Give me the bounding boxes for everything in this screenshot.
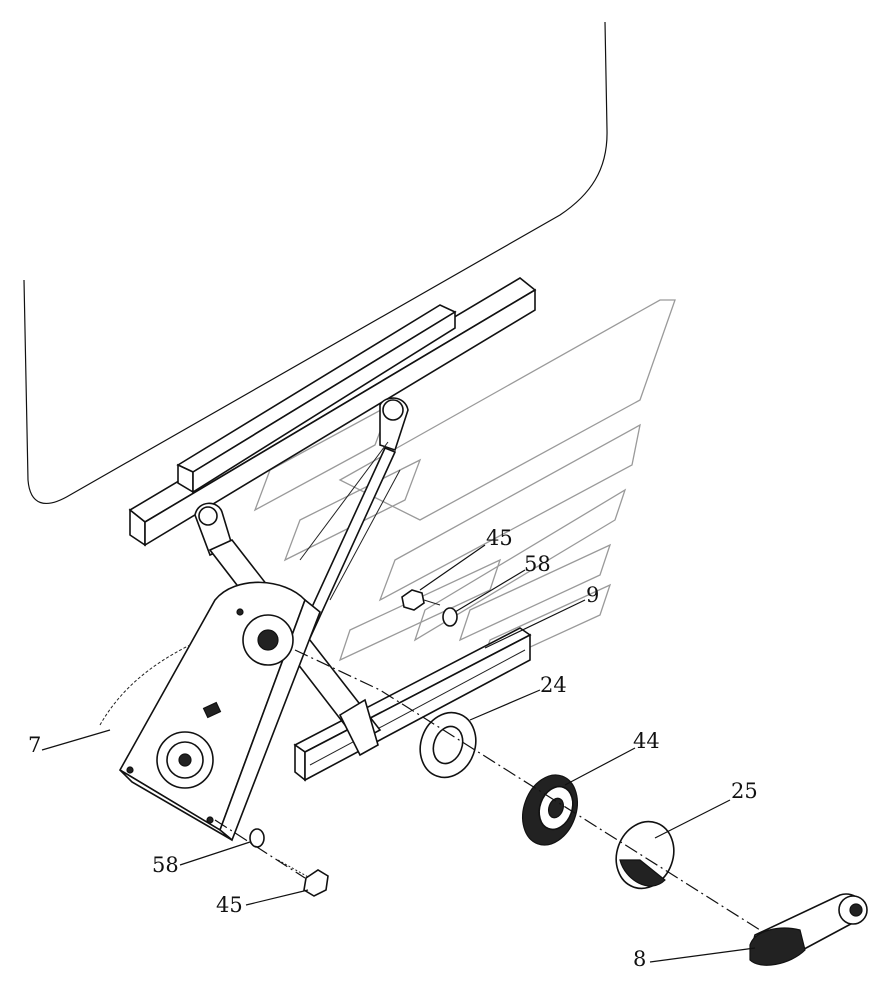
handle-clip <box>615 820 675 890</box>
washer-upper <box>442 607 458 627</box>
nut-upper <box>401 589 441 611</box>
callout-9: 9 <box>586 583 599 607</box>
callout-44: 44 <box>633 729 660 753</box>
callout-58-upper: 58 <box>524 552 551 576</box>
callout-25: 25 <box>731 779 758 803</box>
leader-lines <box>41 544 756 963</box>
door-glass-outline <box>23 21 608 504</box>
upper-glass-channel <box>128 277 537 547</box>
assembly-axis <box>294 649 761 931</box>
callout-8: 8 <box>633 947 646 971</box>
callout-45-upper: 45 <box>486 526 513 550</box>
callout-7: 7 <box>28 733 41 757</box>
callout-58-lower: 58 <box>152 853 179 877</box>
window-crank-handle <box>749 893 868 966</box>
regulator-chain <box>99 644 191 726</box>
callout-45-lower: 45 <box>216 893 243 917</box>
escutcheon-ring <box>419 711 477 779</box>
handle-bezel <box>522 774 578 846</box>
regulator-housing <box>118 581 321 842</box>
callout-24: 24 <box>540 673 567 697</box>
washer-lower <box>249 828 265 848</box>
bolt-lower <box>277 859 329 897</box>
